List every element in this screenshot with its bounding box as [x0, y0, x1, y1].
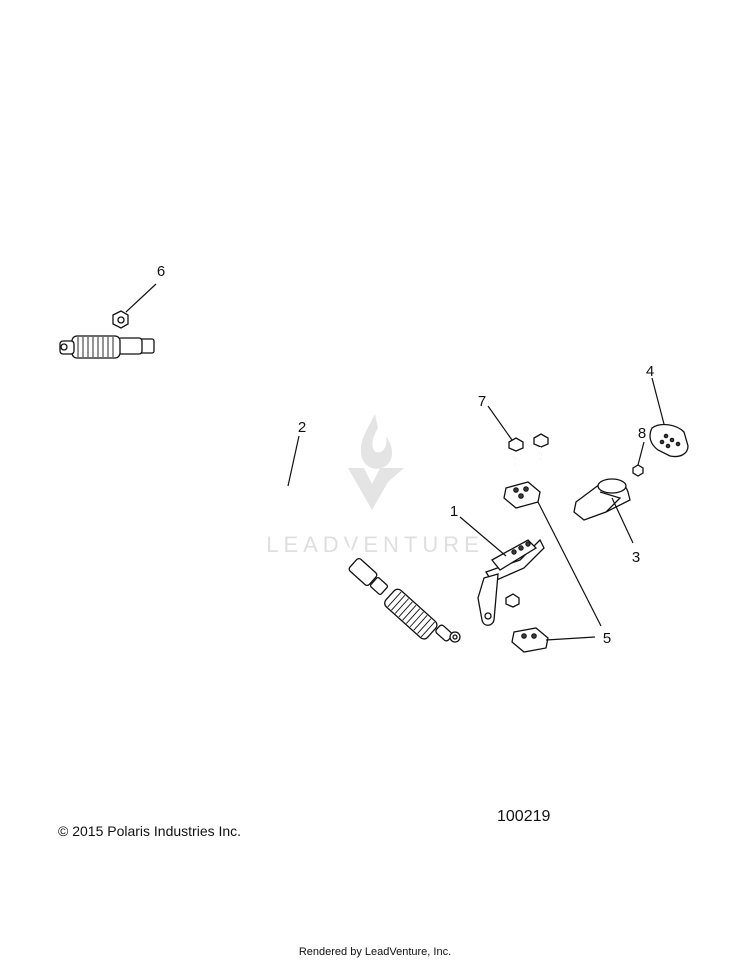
watermark-text: LEADVENTURE: [266, 532, 484, 557]
callout-2: 2: [298, 419, 306, 436]
fastener-part-8[interactable]: [632, 464, 644, 477]
callout-4: 4: [646, 363, 654, 380]
callout-7: 7: [478, 393, 486, 410]
callout-1: 1: [450, 503, 458, 520]
flame-logo-icon: [360, 414, 393, 469]
shift-cable-part-2[interactable]: [59, 335, 461, 643]
nut-part-6[interactable]: [112, 310, 129, 329]
callout-6: 6: [157, 263, 165, 280]
diagram-number: 100219: [497, 808, 551, 825]
shifter-bracket-part-1[interactable]: [477, 538, 545, 626]
callout-5: 5: [603, 630, 611, 647]
rendered-by-credit: Rendered by LeadVenture, Inc.: [298, 946, 452, 958]
bushings-part-5[interactable]: [503, 481, 549, 653]
v-logo-icon: [348, 468, 404, 510]
screws-part-7[interactable]: [508, 433, 549, 466]
leader-lines: [125, 283, 665, 641]
shift-knob-part-4[interactable]: [649, 423, 689, 458]
callout-8: 8: [638, 425, 646, 442]
copyright-notice: © 2015 Polaris Industries Inc.: [58, 823, 242, 839]
callout-3: 3: [632, 549, 640, 566]
leadventure-watermark: LEADVENTURE: [266, 414, 484, 557]
shift-lever-part-3[interactable]: [573, 478, 631, 521]
